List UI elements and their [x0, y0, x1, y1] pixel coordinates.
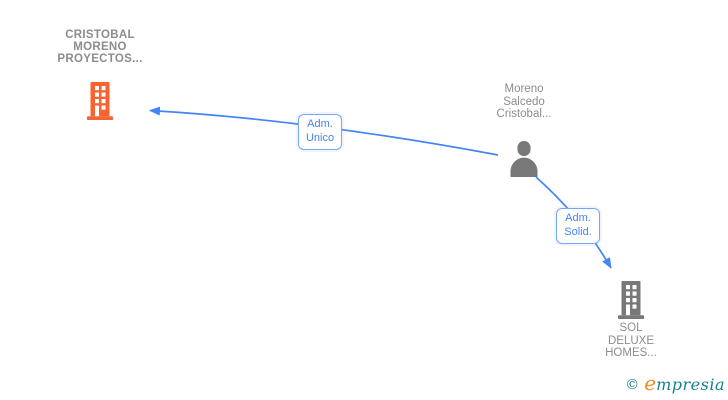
label-line: DELUXE [607, 334, 655, 347]
relation-label-line: Adm. [307, 118, 333, 130]
brand-name: mpresia [656, 375, 725, 394]
building-icon [87, 82, 113, 120]
label-line: Salcedo [503, 95, 545, 108]
relation-label-line: Adm. [565, 212, 591, 224]
person-name-label: Moreno Salcedo Cristobal... [444, 83, 604, 121]
building-icon [618, 281, 644, 319]
empresia-watermark-logo: ©empresia [625, 371, 725, 395]
node-company-sol-deluxe-homes[interactable]: SOL DELUXE HOMES... [551, 280, 711, 360]
label-line: Cristobal... [496, 108, 552, 120]
company-name-label: SOL DELUXE HOMES... [551, 322, 711, 360]
label-line: HOMES... [605, 347, 657, 359]
node-person-moreno-salcedo-cristobal[interactable]: Moreno Salcedo Cristobal... [444, 83, 604, 178]
brand-initial: e [644, 371, 657, 395]
label-line: MORENO [73, 41, 127, 53]
label-line: Moreno [504, 83, 544, 95]
relation-chip-adm-solid: Adm. Solid. [556, 208, 600, 244]
label-line: CRISTOBAL [65, 29, 135, 41]
relation-chip-adm-unico: Adm. Unico [298, 114, 342, 150]
relation-label-line: Solid. [564, 225, 592, 238]
person-icon [510, 140, 538, 177]
label-line: PROYECTOS... [57, 53, 143, 65]
company-name-label: CRISTOBAL MORENO PROYECTOS... [20, 29, 180, 65]
relation-label-line: Unico [305, 131, 335, 144]
copyright-icon: © [625, 377, 640, 393]
label-line: SOL [619, 322, 643, 334]
node-company-cristobal-moreno-proyectos[interactable]: CRISTOBAL MORENO PROYECTOS... [20, 29, 180, 121]
